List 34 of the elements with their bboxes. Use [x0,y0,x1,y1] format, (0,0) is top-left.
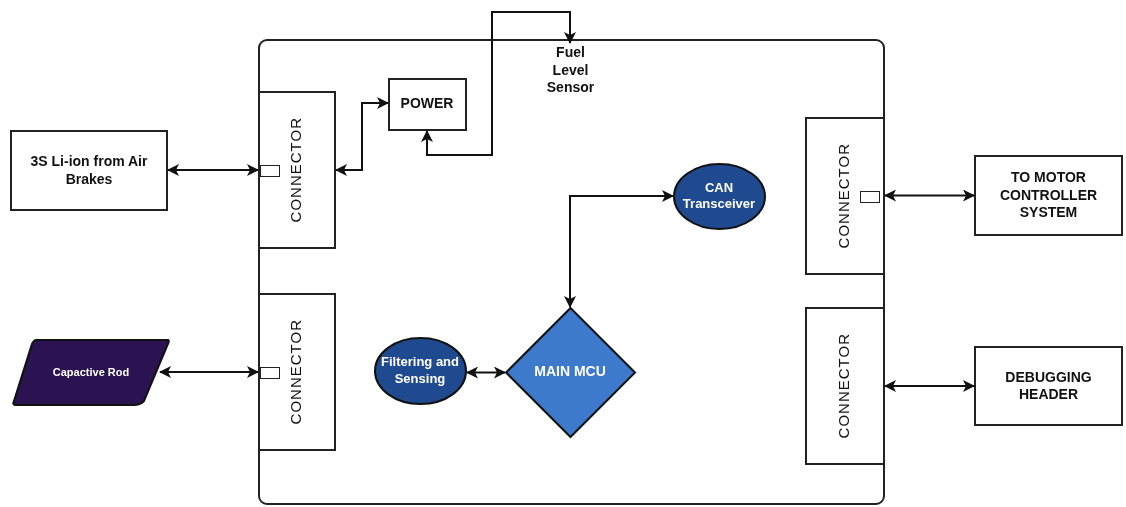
node-label: Fuel Level Sensor [545,44,596,97]
ellipse-node [672,162,766,230]
connector-label: CONNECTOR [287,116,306,223]
arrow [159,366,259,378]
connector-block [804,116,885,275]
destination-box [974,346,1123,426]
arrow [421,11,576,156]
arrow [167,164,259,176]
node-label: CAN Transceiver [681,179,757,213]
arrow [884,189,975,202]
connector-label: CONNECTOR [835,142,854,249]
input-parallelogram [12,339,170,406]
arrow [335,97,389,176]
destination-box [974,155,1123,236]
connector-block [257,90,336,249]
node-label: Filtering and Sensing [380,354,460,387]
process-box [387,77,467,131]
board-outline [258,39,885,505]
node-label: DEBUGGING HEADER [1004,368,1093,404]
connector-label: CONNECTOR [835,332,854,439]
node-label: TO MOTOR CONTROLLER SYSTEM [998,169,1099,222]
arrow [884,380,975,392]
arrow [466,366,506,379]
node-label: POWER [399,95,455,113]
source-box [10,130,168,211]
node-label: Capactive Rod [51,365,131,380]
decision-diamond [504,306,636,438]
ellipse-node [373,336,467,405]
connector-label: CONNECTOR [287,318,306,425]
connector-block [257,292,336,451]
connector-block [804,306,885,465]
arrow [564,190,674,308]
node-label: 3S Li-ion from Air Brakes [29,153,149,188]
node-label: MAIN MCU [533,363,607,381]
